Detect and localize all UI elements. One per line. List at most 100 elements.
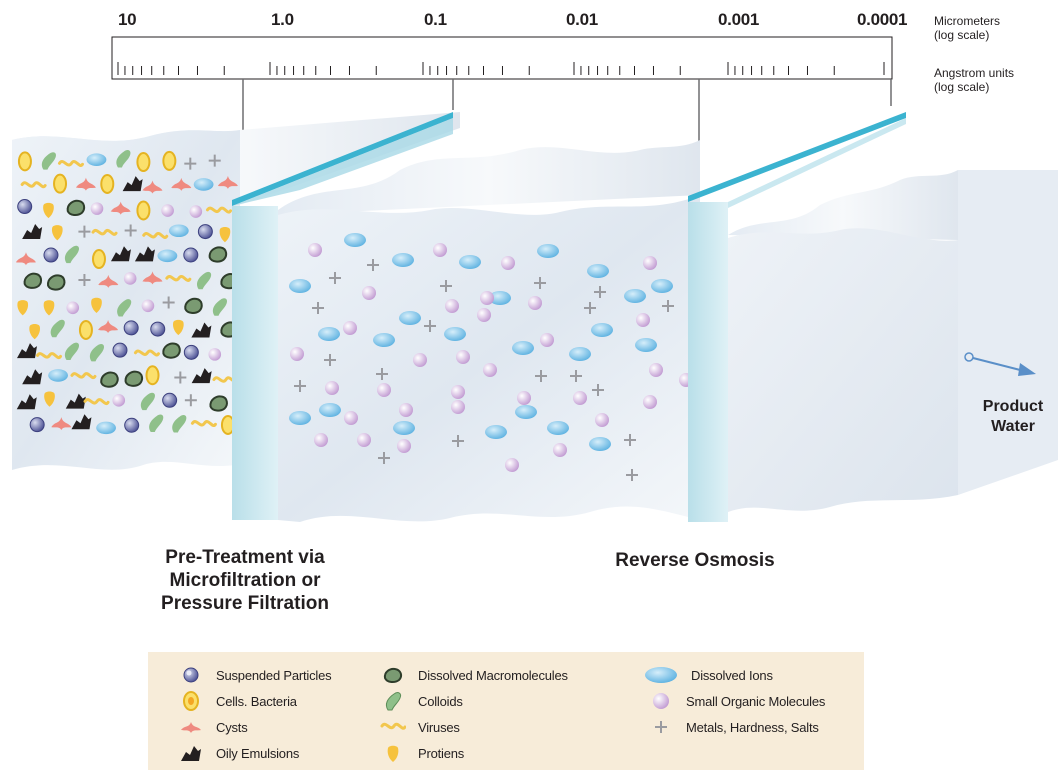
cyst-icon [217,175,238,189]
colloid-icon [197,271,212,290]
dissolved-ion-icon [643,664,679,686]
organic-molecule-icon [595,413,609,427]
organic-molecule-icon [66,301,80,315]
organic-molecule-icon [451,385,465,399]
micrometer-tick-10: 10 [118,10,137,29]
legend-item-oily-emulsions: Oily Emulsions [178,741,299,765]
oily-emulsion-icon [16,394,37,410]
legend: Suspended Particles Cells. Bacteria Cyst… [148,652,864,770]
metal-salt-icon [78,274,91,287]
dissolved-ion-icon [399,311,421,325]
organic-molecule-icon [648,690,674,712]
virus-icon [133,349,160,357]
colloid-icon [64,245,80,264]
organic-molecule-icon [643,256,657,270]
virus-icon [70,372,97,380]
dissolved-ion-icon [193,178,214,191]
legend-item-small-organic-molecules: Small Organic Molecules [648,689,825,713]
organic-molecule-icon [451,400,465,414]
oily-emulsion-icon [191,368,212,384]
reverse-osmosis-label: Reverse Osmosis [615,550,775,571]
organic-molecule-icon [553,443,567,457]
pretreatment-membrane [232,112,453,520]
cyst-icon [98,320,119,334]
protein-icon [43,300,55,316]
dissolved-ion-icon [319,403,341,417]
cyst-icon [15,252,36,266]
angstrom-unit: Angstrom units (log scale) [934,66,1015,94]
metal-salt-icon [376,368,388,380]
organic-molecule-icon [208,348,222,361]
legend-item-proteins: Protiens [380,741,464,765]
organic-molecule-icon [413,353,427,367]
suspended-particle-icon [124,417,140,433]
legend-item-metals-hardness-salts: Metals, Hardness, Salts [648,715,819,739]
dissolved-ion-icon [392,253,414,267]
colloid-icon [380,690,406,712]
macromolecule-icon [162,342,181,359]
feed-particles [15,150,239,435]
legend-item-viruses: Viruses [380,715,460,739]
metal-salt-icon [570,370,582,382]
dissolved-ion-icon [157,249,178,263]
dissolved-ion-icon [344,233,366,247]
cyst-icon [142,180,163,194]
dissolved-ion-icon [515,405,537,419]
colloid-icon [50,319,65,338]
suspended-particle-icon [123,320,139,336]
organic-molecule-icon [343,321,357,335]
micrometer-unit: Micrometers (log scale) [934,14,1001,42]
metal-salt-icon [294,380,306,392]
middle-water-block [278,140,700,522]
bacteria-cell-icon [17,151,32,172]
macromolecule-icon [23,272,43,289]
dissolved-ion-icon [635,338,657,352]
colloid-icon [89,344,105,362]
bacteria-cell-icon [91,249,106,270]
virus-icon [142,232,169,239]
macromolecule-icon [100,371,119,388]
reverse-osmosis-membrane [688,112,906,522]
cyst-icon [98,274,119,288]
metal-salt-icon [535,370,547,382]
organic-molecule-icon [90,202,104,215]
product-water-arrow-icon [964,352,1036,376]
dissolved-ion-icon [624,289,646,303]
metal-salt-icon [424,320,436,332]
organic-molecule-icon [308,243,322,257]
dissolved-ion-icon [547,421,569,435]
metal-salt-icon [584,302,596,314]
dissolved-ion-icon [587,264,609,278]
virus-icon [380,716,406,738]
suspended-particle-icon [43,247,59,263]
suspended-particle-icon [162,392,178,408]
organic-molecule-icon [189,205,203,218]
cyst-icon [178,716,204,738]
dissolved-ion-icon [86,153,107,167]
protein-icon [43,202,54,219]
metal-salt-icon [624,434,636,446]
organic-molecule-icon [573,391,587,405]
virus-icon [165,275,192,282]
metal-salt-icon [78,225,91,238]
organic-molecule-icon [344,411,358,425]
oily-emulsion-icon [134,246,155,262]
virus-icon [83,398,110,405]
macromolecule-icon [66,199,86,216]
bacteria-cell-icon [136,200,151,221]
product-water-label: Product Water [982,398,1044,435]
organic-molecule-icon [483,363,497,377]
metal-salt-icon [452,435,464,447]
metal-salt-icon [592,384,604,396]
colloid-icon [140,392,155,411]
bacteria-cell-icon [145,365,160,386]
organic-molecule-icon [141,299,155,313]
micrometer-tick-1: 1.0 [271,10,294,29]
organic-molecule-icon [528,296,542,310]
metal-salt-icon [184,157,197,170]
bacteria-cell-icon [136,152,151,173]
suspended-particle-icon [183,344,199,360]
legend-item-dissolved-ions: Dissolved Ions [643,663,773,687]
legend-item-colloids: Colloids [380,689,463,713]
bacteria-cell-icon [53,173,68,194]
